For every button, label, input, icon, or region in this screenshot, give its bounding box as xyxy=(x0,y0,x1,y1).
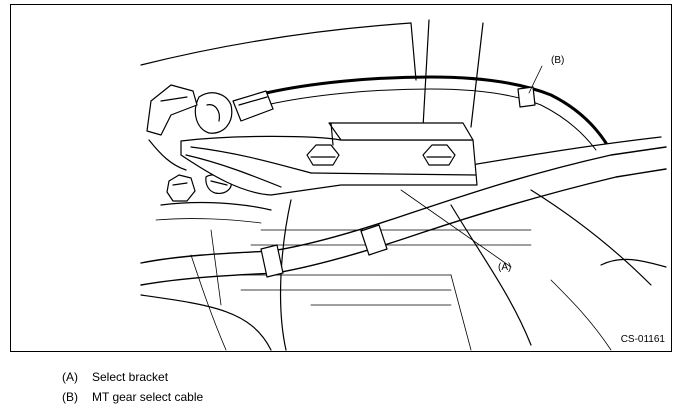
legend-key: (A) xyxy=(62,370,78,384)
figure-frame: (B) (A) CS-01161 xyxy=(10,4,672,352)
legend-text: MT gear select cable xyxy=(92,390,204,404)
select-bracket xyxy=(180,122,478,196)
callout-a: (A) xyxy=(498,262,512,273)
mechanical-illustration xyxy=(140,19,667,351)
figure-code: CS-01161 xyxy=(620,334,665,345)
legend-key: (B) xyxy=(62,390,78,404)
legend: (A) Select bracket (B) MT gear select ca… xyxy=(62,367,203,407)
callout-b: (B) xyxy=(551,55,565,66)
leader-lines xyxy=(400,65,543,268)
legend-text: Select bracket xyxy=(92,370,169,384)
lower-hose xyxy=(140,146,667,286)
select-cable xyxy=(146,75,608,151)
bracket-bolts xyxy=(306,144,456,166)
legend-item-b: (B) MT gear select cable xyxy=(62,387,203,407)
legend-item-a: (A) Select bracket xyxy=(62,367,203,387)
